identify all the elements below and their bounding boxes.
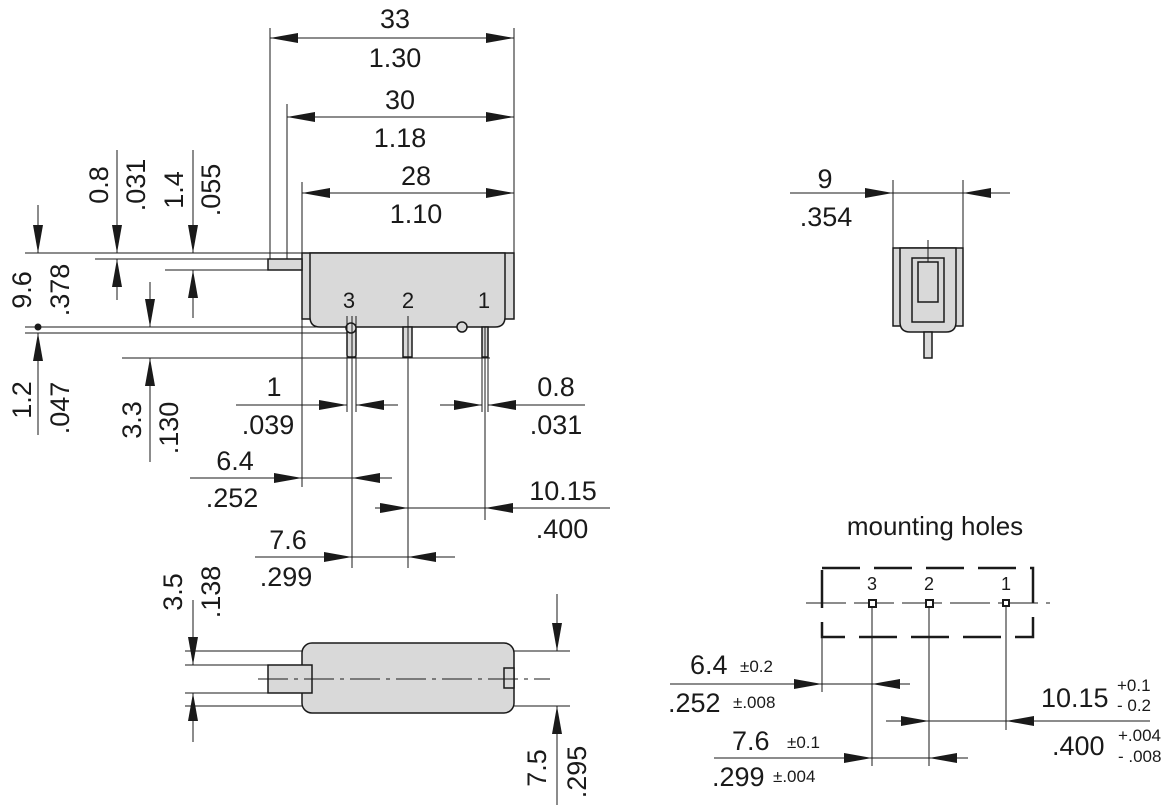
pin-label-2: 2 [402,288,414,313]
hole-2 [925,599,934,608]
dim-body-width-mm: 7.5 [522,749,552,787]
dim-without-tab-mm: 30 [385,85,415,115]
dim-pin-length-in: .130 [154,402,184,455]
mh-d2-mm-tol-plus: +0.1 [1117,676,1151,695]
mh-d1-in-tol: ±.008 [733,693,775,712]
mh-d3-in-tol: ±.004 [773,767,815,786]
dim-standoff-mm: 1.2 [7,381,37,419]
mh-d3-mm-tol: ±0.1 [787,733,820,752]
mounting-holes-title: mounting holes [847,511,1023,541]
mh-d2-mm-tol-minus: - 0.2 [1117,696,1151,715]
dim-tab-width-in: .138 [196,566,226,619]
dim-edge-to-pin3-mm: 6.4 [216,446,254,476]
hole-label-1: 1 [1001,574,1011,594]
dim-without-tab-in: 1.18 [374,123,427,153]
dim-edge-to-pin3-in: .252 [206,483,259,513]
dim-pin-length-mm: 3.3 [117,401,147,439]
mh-d1-in: .252 [668,688,721,718]
relay-body [309,252,506,328]
dim-tab-width-mm: 3.5 [158,573,188,611]
dim-body-mm: 28 [401,161,431,191]
dim-side-width-in: .354 [800,202,853,232]
dim-pin3-to-pin2-mm: 7.6 [269,525,307,555]
front-view: 3 2 1 33 1.30 30 1.18 28 1.10 9.6 .378 [7,4,610,592]
dim-pin3-width-mm: 1 [266,372,281,402]
dim-standoff-in: .047 [45,382,75,435]
mh-d1-mm-tol: ±0.2 [740,657,773,676]
dim-tab-offset-mm: 0.8 [84,166,114,204]
dim-side-width-mm: 9 [817,164,832,194]
dim-tab-height-mm: 1.4 [159,171,189,209]
pin-label-3: 3 [343,288,355,313]
dim-pin1-width-in: .031 [530,410,583,440]
mounting-tab [267,258,303,271]
dim-tab-height-in: .055 [196,164,226,217]
mh-d3-mm: 7.6 [732,726,770,756]
mh-d2-in-tol-minus: - .008 [1118,747,1161,766]
mounting-holes: mounting holes 3 2 1 6.4 ±0.2 .252 ±.008… [668,511,1161,792]
mh-d1-mm: 6.4 [690,650,728,680]
dim-height-mm: 9.6 [7,271,37,309]
hole-1 [1002,599,1010,607]
dim-body-width-in: .295 [562,746,592,799]
dim-pin3-width-in: .039 [242,410,295,440]
dim-pin2-to-pin1-in: .400 [536,514,589,544]
bottom-body [301,642,515,714]
mh-d3-in: .299 [712,762,765,792]
dim-pin1-width-mm: 0.8 [537,372,575,402]
mh-d2-mm: 10.15 [1041,683,1109,713]
mh-d2-in: .400 [1052,731,1105,761]
hole-label-3: 3 [867,574,877,594]
pin-label-1: 1 [478,288,490,313]
dim-pin2-to-pin1-mm: 10.15 [529,476,597,506]
dim-pin3-to-pin2-in: .299 [260,562,313,592]
bottom-view: 3.5 .138 7.5 .295 [158,566,592,805]
hole-3 [868,599,877,608]
dim-overall-mm: 33 [380,4,410,34]
side-view: 9 .354 [790,164,1010,359]
mh-d2-in-tol-plus: +.004 [1118,726,1161,745]
dim-overall-in: 1.30 [369,43,422,73]
dim-tab-offset-in: .031 [121,159,151,212]
dim-body-in: 1.10 [390,199,443,229]
dim-height-in: .378 [45,264,75,317]
hole-label-2: 2 [924,574,934,594]
